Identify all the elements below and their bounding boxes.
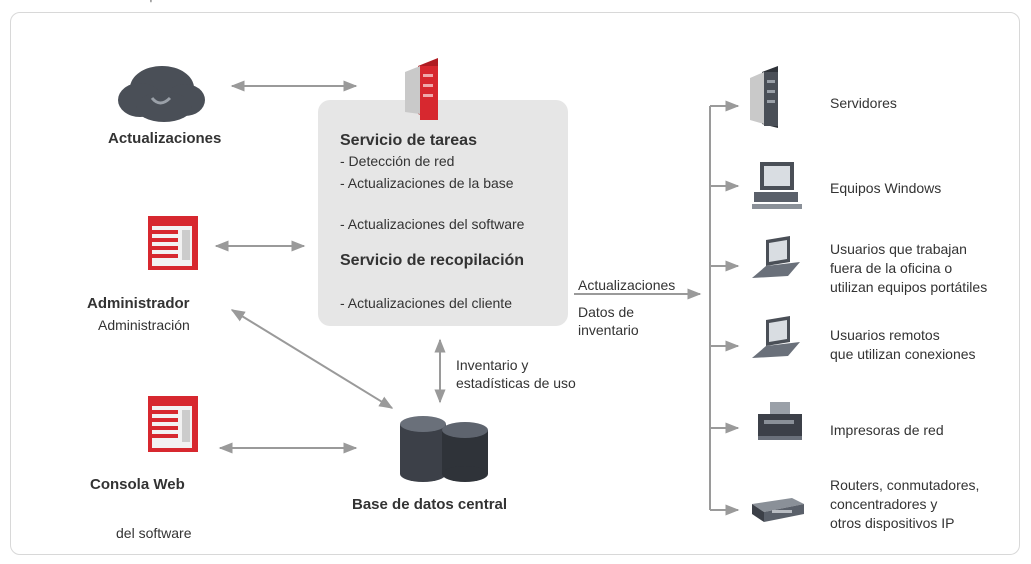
- laptop-icon: [752, 236, 800, 278]
- admin-window-icon: [148, 216, 198, 270]
- task-item-3: - Actualizaciones del software: [340, 216, 525, 232]
- updates-label: Actualizaciones: [108, 130, 222, 147]
- software-fragment-label: del software: [116, 525, 192, 541]
- router-icon: [752, 498, 804, 522]
- task-service-title: Servicio de tareas: [340, 132, 477, 149]
- device-mobile-label-1: Usuarios que trabajan: [830, 241, 967, 257]
- web-console-icon: [148, 396, 198, 452]
- task-server-icon: [405, 58, 438, 120]
- inventory-stats-label-2: estadísticas de uso: [456, 375, 576, 391]
- device-remote-label-2: que utilizan conexiones: [830, 346, 976, 362]
- device-routers-label-2: concentradores y: [830, 496, 938, 512]
- server-icon: [750, 66, 778, 128]
- printer-icon: [758, 402, 802, 440]
- diagram-frame: [10, 12, 1020, 555]
- collection-item-1: - Actualizaciones del cliente: [340, 295, 512, 311]
- inventory-stats-label-1: Inventario y: [456, 357, 529, 373]
- device-remote-label-1: Usuarios remotos: [830, 327, 940, 343]
- device-windows-label: Equipos Windows: [830, 180, 942, 196]
- administrator-label: Administrador: [87, 295, 190, 312]
- cloud-icon: [118, 66, 205, 122]
- laptop-icon: [752, 316, 800, 358]
- administration-label: Administración: [98, 317, 190, 333]
- web-console-label: Consola Web: [90, 476, 185, 493]
- top-fragment: ': [150, 0, 152, 10]
- inventory-data-label-2: inventario: [578, 322, 639, 338]
- device-servers-label: Servidores: [830, 95, 897, 111]
- desktop-computer-icon: [752, 162, 802, 209]
- inventory-data-label-1: Datos de: [578, 304, 635, 320]
- updates-link-label: Actualizaciones: [578, 277, 676, 293]
- database-icon: [400, 416, 488, 482]
- collection-service-title: Servicio de recopilación: [340, 252, 525, 269]
- device-routers-label-3: otros dispositivos IP: [830, 515, 955, 531]
- device-mobile-label-3: utilizan equipos portátiles: [830, 279, 988, 295]
- task-item-1: - Detección de red: [340, 153, 455, 169]
- device-printers-label: Impresoras de red: [830, 422, 944, 438]
- database-label: Base de datos central: [352, 496, 508, 513]
- device-routers-label-1: Routers, conmutadores,: [830, 477, 980, 493]
- device-mobile-label-2: fuera de la oficina o: [830, 260, 953, 276]
- services-box: [318, 100, 568, 326]
- task-item-2: - Actualizaciones de la base: [340, 175, 514, 191]
- admin-db-arrow: [230, 309, 394, 409]
